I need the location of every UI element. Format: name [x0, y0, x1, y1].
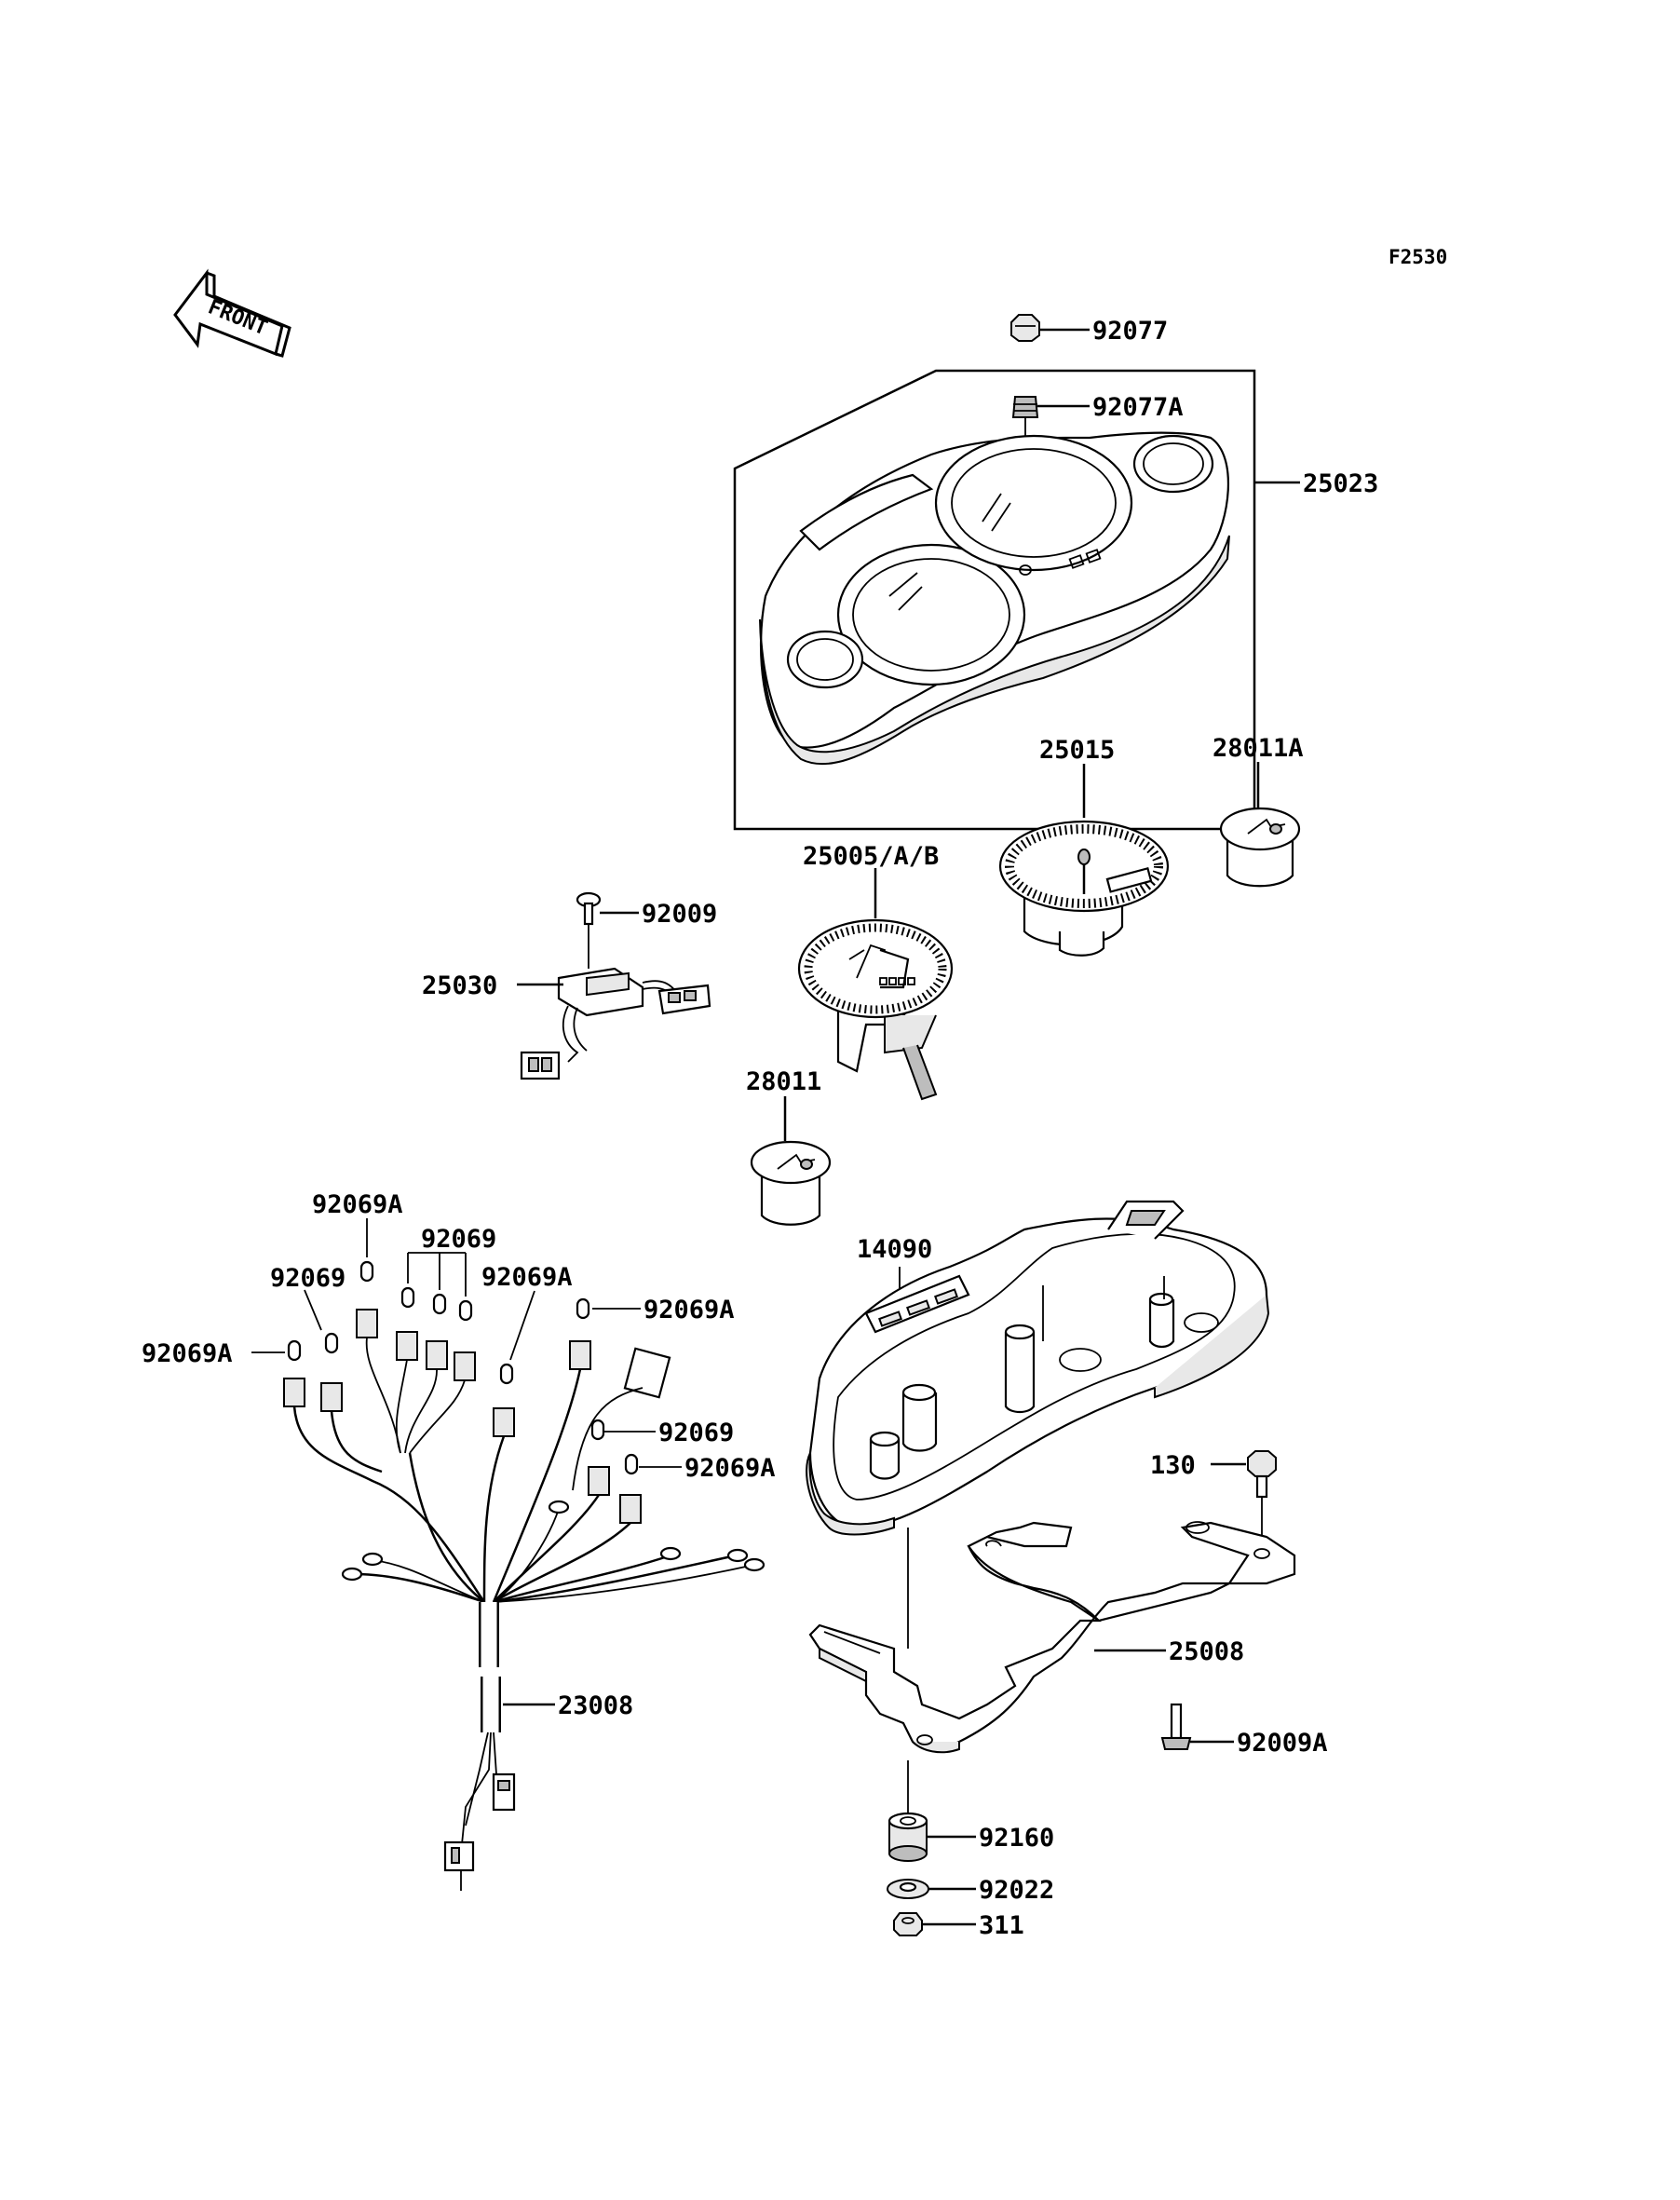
label-92069A-c: 92069A	[142, 1339, 233, 1368]
label-25008: 25008	[1169, 1637, 1244, 1666]
label-130: 130	[1150, 1451, 1196, 1480]
label-92069A-a: 92069A	[312, 1190, 403, 1219]
socket-28011A	[1219, 762, 1301, 888]
bracket-25008	[808, 1521, 1296, 1826]
label-28011: 28011	[746, 1067, 821, 1096]
wiring-harness-23008	[251, 1218, 765, 1891]
label-92077: 92077	[1092, 317, 1168, 346]
label-92160: 92160	[979, 1824, 1054, 1853]
label-92069-b: 92069	[270, 1264, 345, 1293]
washer-92022	[887, 1879, 976, 1899]
nut-311	[893, 1912, 976, 1936]
grommet-92160	[887, 1812, 976, 1862]
label-92069-c: 92069	[658, 1419, 734, 1447]
screw-92009	[576, 891, 639, 969]
label-14090: 14090	[857, 1235, 932, 1264]
front-arrow-icon: FRONT	[173, 268, 291, 358]
label-25015: 25015	[1039, 736, 1115, 765]
label-92069A-d: 92069A	[644, 1296, 735, 1324]
label-25030: 25030	[422, 971, 497, 1000]
label-25023: 25023	[1303, 469, 1378, 498]
label-92069A-b: 92069A	[481, 1263, 573, 1292]
meter-25015	[998, 764, 1170, 957]
label-92069A-e: 92069A	[684, 1454, 776, 1483]
meter-case-25023	[733, 369, 1300, 831]
module-25030	[517, 967, 711, 1080]
label-92009: 92009	[642, 900, 717, 929]
label-25005: 25005/A/B	[803, 842, 939, 871]
screw-92009A	[1160, 1703, 1234, 1750]
label-92009A: 92009A	[1237, 1729, 1328, 1758]
socket-28011	[750, 1096, 832, 1226]
label-311: 311	[979, 1911, 1024, 1940]
label-92069-a: 92069	[421, 1225, 496, 1254]
label-92022: 92022	[979, 1876, 1054, 1905]
meter-housing-14090	[806, 1200, 1270, 1536]
meter-25005	[797, 868, 954, 1101]
label-23008: 23008	[558, 1691, 633, 1720]
cap-92077	[1010, 314, 1090, 342]
label-92077A: 92077A	[1092, 393, 1184, 422]
label-28011A: 28011A	[1213, 734, 1304, 763]
figure-code: F2530	[1389, 246, 1447, 268]
